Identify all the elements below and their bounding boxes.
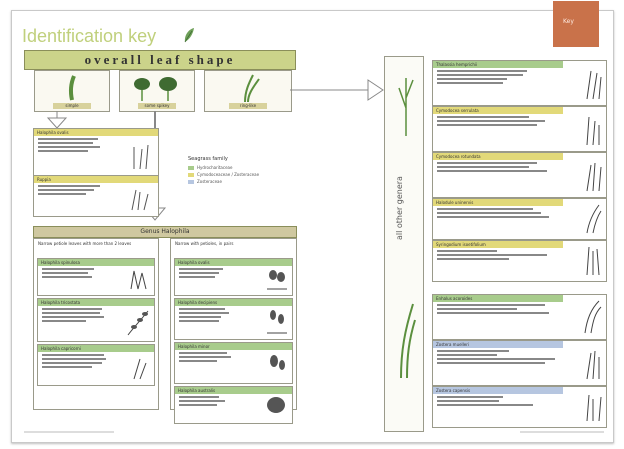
card-title: Zostera muelleri — [433, 341, 563, 348]
grass-leaf-icon — [244, 74, 260, 103]
corner-tab: Key — [553, 1, 599, 47]
plant-sketch-icon — [586, 204, 602, 234]
card-title: Halophila spinulosa — [38, 259, 154, 266]
genus-right-card-3: Halophila minor — [174, 342, 293, 384]
plant-sketch-icon — [586, 162, 602, 192]
corner-label: Key — [563, 18, 574, 25]
genus-left-intro: Narrow petiole leaves with more than 2 l… — [38, 241, 132, 246]
legend-label: Cymodoceaceae / Zosteraceae — [197, 172, 260, 177]
shape-label: ring-like — [229, 103, 267, 109]
legend-item: Cymodoceaceae / Zosteraceae — [188, 172, 288, 177]
card-title: Enhalus acoroides — [433, 295, 563, 302]
genus-header: Genus Halophila — [33, 226, 297, 238]
card-title: Halophila ovalis — [175, 259, 292, 266]
plant-sketch-icon — [586, 70, 602, 100]
card-left-1: Halophila ovalis — [33, 128, 159, 176]
genus-right-card-2: Halophila decipiens — [174, 298, 293, 340]
shape-simple: simple — [34, 70, 110, 112]
shape-label: some spikey — [138, 103, 176, 109]
shape-label: simple — [53, 103, 91, 109]
cluster-leaf-icon — [134, 77, 177, 101]
legend-swatch — [188, 172, 194, 177]
page-title: Identification key — [22, 26, 157, 46]
card-title: Halophila australis — [175, 387, 292, 394]
card-title: Cymodocea serrulata — [433, 107, 563, 114]
legend-swatch — [188, 165, 194, 170]
card-title: Halophila ovalis — [34, 129, 158, 136]
legend-item: Zosteraceae — [188, 179, 288, 184]
genus-left-card-2: Halophila tricostata — [37, 298, 155, 342]
legend-label: Zosteraceae — [197, 179, 222, 184]
plant-sketch-icon — [586, 246, 600, 276]
card-title: Halodule uninervis — [433, 199, 563, 206]
genus-right-card-1: Halophila ovalis — [174, 258, 293, 296]
plant-illustration-icon — [398, 78, 414, 136]
right-card-6: Enhalus acoroides — [432, 294, 607, 340]
plant-illustration-icon — [400, 303, 416, 379]
card-title: Thalassia hemprichii — [433, 61, 563, 68]
right-card-7: Zostera muelleri — [432, 340, 607, 386]
card-left-2: Ruppia — [33, 175, 159, 217]
card-title: Ruppia — [34, 176, 158, 183]
card-title: Halophila minor — [175, 343, 292, 350]
plant-sketch-icon — [586, 350, 600, 380]
leaf-icon — [184, 28, 194, 43]
plant-sketch-icon — [586, 394, 602, 422]
right-card-4: Halodule uninervis — [432, 198, 607, 240]
plant-sketch-icon — [267, 310, 287, 334]
plant-sketch-icon — [127, 310, 149, 336]
plant-sketch-icon — [586, 116, 600, 146]
right-sideband — [384, 56, 424, 432]
card-title: Halophila tricostata — [38, 299, 154, 306]
plant-sketch-icon — [267, 397, 285, 413]
genus-right-intro: Narrow with petioles, in pairs — [175, 241, 234, 246]
plant-sketch-icon — [584, 300, 602, 334]
shape-ringlike: ring-like — [204, 70, 292, 112]
card-title: Zostera capensis — [433, 387, 563, 394]
plant-sketch-icon — [133, 144, 149, 170]
legend-item: Hydrocharitaceae — [188, 165, 288, 170]
card-title: Syringodium isoetifolium — [433, 241, 563, 248]
right-card-8: Zostera capensis — [432, 386, 607, 428]
plant-sketch-icon — [130, 270, 147, 290]
plant-sketch-icon — [131, 189, 149, 211]
genus-left-card-3: Halophila capricorni — [37, 344, 155, 386]
card-title: Halophila capricorni — [38, 345, 154, 352]
right-side-label: all other genera — [395, 176, 404, 240]
plant-sketch-icon — [267, 270, 287, 290]
plant-sketch-icon — [133, 358, 147, 380]
plant-sketch-icon — [270, 355, 285, 370]
legend-title: Seagrass family — [188, 156, 228, 162]
leaf-shape-header: overall leaf shape — [24, 50, 296, 70]
genus-right-card-4: Halophila australis — [174, 386, 293, 424]
right-card-3: Cymodocea rotundata — [432, 152, 607, 198]
footer-left — [24, 431, 114, 433]
card-title: Halophila decipiens — [175, 299, 292, 306]
right-card-2: Cymodocea serrulata — [432, 106, 607, 152]
right-card-1: Thalassia hemprichii — [432, 60, 607, 106]
strap-leaf-icon — [68, 75, 76, 101]
legend-swatch — [188, 179, 194, 184]
genus-left-card-1: Halophila spinulosa — [37, 258, 155, 296]
footer-right — [520, 431, 604, 433]
legend-label: Hydrocharitaceae — [197, 165, 233, 170]
right-card-5: Syringodium isoetifolium — [432, 240, 607, 282]
card-title: Cymodocea rotundata — [433, 153, 563, 160]
legend: Seagrass family Hydrocharitaceae Cymodoc… — [188, 156, 288, 196]
shape-spikey: some spikey — [119, 70, 195, 112]
